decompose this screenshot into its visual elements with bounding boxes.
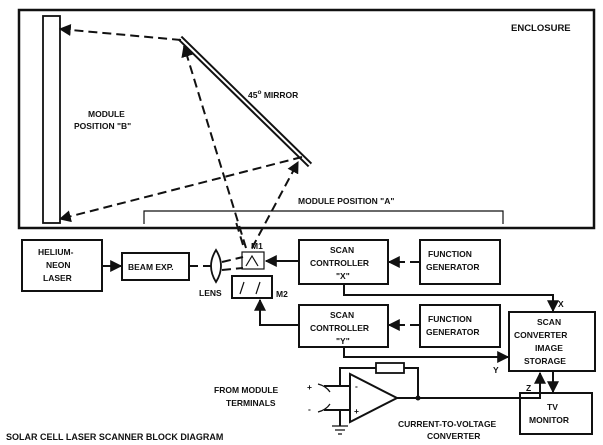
amplifier-icon — [349, 372, 400, 424]
funcgen-2-label-2: GENERATOR — [426, 327, 480, 337]
terminal-minus: - — [308, 404, 311, 414]
laser-box — [21, 239, 103, 292]
feedback-resistor — [375, 362, 405, 374]
lens-icon — [210, 248, 222, 284]
scan-x-label-1: SCAN — [330, 245, 354, 255]
lens-label: LENS — [199, 288, 222, 298]
diagram-caption: SOLAR CELL LASER SCANNER BLOCK DIAGRAM — [6, 432, 223, 442]
converter-label-1: CURRENT-TO-VOLTAGE — [398, 419, 497, 429]
scan-y-label-2: CONTROLLER — [310, 323, 369, 333]
z-signal-line — [508, 371, 546, 399]
enclosure-box — [17, 8, 596, 230]
scan-converter-label-4: STORAGE — [524, 356, 566, 366]
tv-label-2: MONITOR — [529, 415, 569, 425]
scan-converter-label-1: SCAN — [537, 317, 561, 327]
m1-scan-glyph — [245, 254, 259, 267]
module-a-bracket — [143, 210, 504, 224]
feedback-return — [404, 367, 419, 398]
tv-monitor-box — [519, 392, 593, 435]
beam-upper-to-b — [58, 24, 182, 41]
ground-icon — [332, 425, 348, 435]
y-signal-label: Y — [493, 365, 499, 375]
y-signal-line — [343, 348, 510, 363]
amp-plus: + — [354, 406, 359, 416]
amp-minus: - — [355, 381, 358, 391]
laser-label-2: NEON — [46, 260, 71, 270]
input-wire-curve-bottom — [317, 403, 331, 413]
scan-x-label-2: CONTROLLER — [310, 258, 369, 268]
m2-label: M2 — [276, 289, 288, 299]
m2-scan-glyph — [239, 281, 261, 295]
module-a-label: MODULE POSITION "A" — [298, 196, 394, 206]
funcgen-1-box — [419, 239, 501, 285]
scan-y-to-m2 — [254, 298, 298, 326]
module-b-label-1: MODULE — [88, 109, 125, 119]
input-wire-curve-top — [317, 383, 331, 393]
scan-x-box — [298, 239, 389, 285]
z-signal-label: Z — [526, 383, 531, 393]
funcgen-2-label-1: FUNCTION — [428, 314, 472, 324]
scan-y-label-3: "Y" — [336, 336, 350, 346]
funcgen-2-box — [419, 304, 501, 348]
beam-lens-to-mirror-2 — [221, 267, 244, 271]
funcgen-1-label-1: FUNCTION — [428, 249, 472, 259]
beam-lower-to-b — [58, 156, 303, 223]
beam-m1-to-module-a — [235, 221, 244, 246]
x-signal-line — [343, 285, 559, 313]
beam-lens-to-mirror — [221, 256, 244, 263]
laser-label-1: HELIUM- — [38, 247, 74, 257]
scan-x-label-3: "X" — [336, 271, 350, 281]
terminals-label-1: FROM MODULE — [214, 385, 279, 395]
beam-m1-to-mirror-bottom — [251, 160, 299, 249]
beam-m1-to-mirror-top — [181, 44, 247, 249]
m1-label: M1 — [251, 241, 263, 251]
beam-exp-label: BEAM EXP. — [128, 262, 174, 272]
scan-y-label-1: SCAN — [330, 310, 354, 320]
converter-label-2: CONVERTER — [427, 431, 480, 441]
funcgen-1-label-2: GENERATOR — [426, 262, 480, 272]
tv-label-1: TV — [547, 402, 558, 412]
enclosure-label: ENCLOSURE — [511, 23, 571, 34]
mirror-label: 45o MIRROR — [248, 89, 298, 100]
scan-converter-box — [508, 311, 596, 372]
m2-mirror-box — [231, 275, 273, 299]
feedback-path — [339, 367, 376, 386]
terminal-plus: + — [307, 382, 312, 392]
module-b-panel — [42, 15, 61, 224]
module-b-label-2: POSITION "B" — [74, 121, 131, 131]
laser-label-3: LASER — [43, 273, 72, 283]
terminals-label-2: TERMINALS — [226, 398, 276, 408]
m1-mirror-icon — [241, 251, 265, 270]
scan-converter-label-2: CONVERTER — [514, 330, 567, 340]
scan-converter-label-3: IMAGE — [535, 343, 563, 353]
x-signal-label: X — [558, 299, 564, 309]
mirror-45 — [177, 35, 313, 168]
